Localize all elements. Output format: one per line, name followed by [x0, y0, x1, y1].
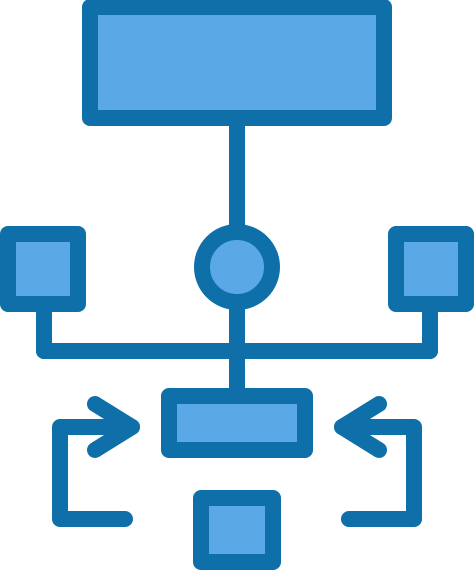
middle-bar	[161, 388, 313, 458]
left-box	[0, 226, 86, 312]
bottom-box	[193, 490, 281, 570]
right-box	[388, 226, 474, 312]
top-box	[82, 0, 392, 126]
center-node	[194, 224, 280, 310]
right-arrow-icon	[334, 396, 422, 527]
left-arrow-icon	[52, 396, 140, 527]
